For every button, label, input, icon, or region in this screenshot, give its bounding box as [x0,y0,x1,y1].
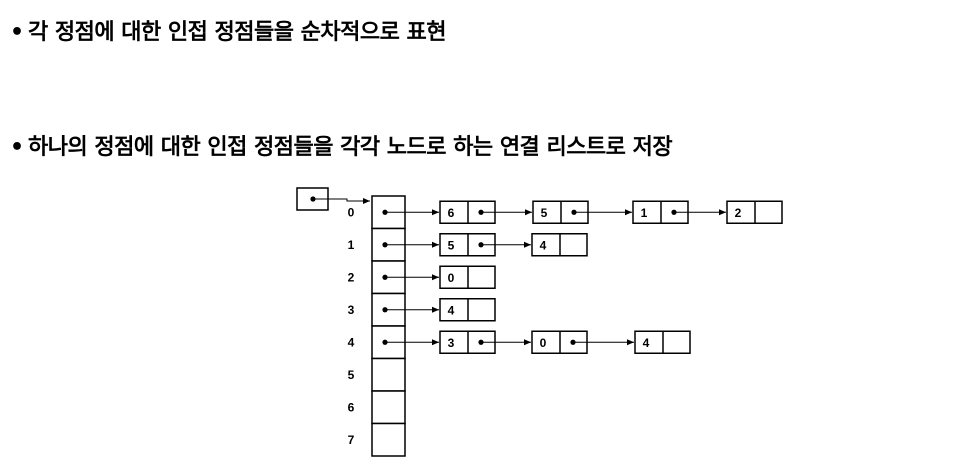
head-pointer-arrow [313,198,370,204]
node-value: 1 [641,206,648,220]
bullet-item-1: •각 정점에 대한 인접 정점들을 순차적으로 표현 [10,14,447,46]
node-value: 5 [448,238,455,252]
node-value: 6 [448,206,455,220]
node-value: 5 [541,206,548,220]
array-cell [371,390,406,425]
array-index-label: 4 [348,335,355,349]
node-value: 4 [448,303,455,317]
node-value: 2 [735,206,742,220]
array-index-label: 6 [348,400,355,414]
bullet-text: 하나의 정점에 대한 인접 정점들을 각각 노드로 하는 연결 리스트로 저장 [28,135,673,160]
bullet-text: 각 정점에 대한 인접 정점들을 순차적으로 표현 [28,20,447,45]
array-index-label: 0 [348,205,355,219]
array-cell [371,422,406,457]
node-value: 0 [540,336,547,350]
array-index-label: 7 [348,433,355,447]
array-cell [371,357,406,392]
bullet-dot: • [10,135,24,160]
array-index-label: 3 [348,303,355,317]
node-value: 3 [448,336,455,350]
node-value: 0 [448,271,455,285]
node-value: 4 [540,238,547,252]
bullet-dot: • [10,20,24,45]
array-index-label: 5 [348,368,355,382]
array-index-label: 2 [348,270,355,284]
array-index-label: 1 [348,238,355,252]
node-value: 4 [643,336,650,350]
bullet-item-2: •하나의 정점에 대한 인접 정점들을 각각 노드로 하는 연결 리스트로 저장 [10,129,673,161]
